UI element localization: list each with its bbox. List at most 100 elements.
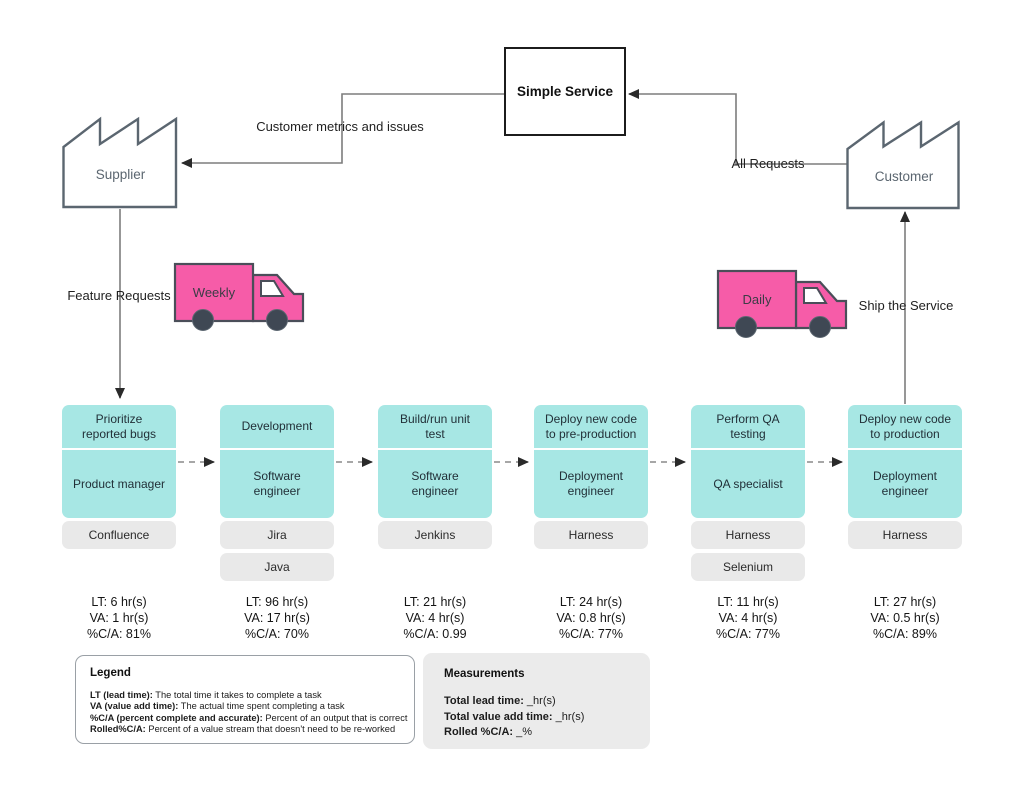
process-title: Build/run unit test	[378, 405, 492, 450]
edge-customer-to-service	[628, 89, 847, 165]
tool-chip: Jenkins	[378, 521, 492, 549]
supplier-label: Supplier	[95, 167, 146, 182]
daily-truck: Daily	[716, 268, 852, 340]
metric-ca: %C/A: 81%	[87, 627, 151, 641]
measurements-title: Measurements	[444, 668, 525, 680]
legend-desc: Percent of a value stream that doesn't n…	[145, 723, 396, 734]
service-node: Simple Service	[504, 47, 626, 136]
factory-icon	[846, 120, 960, 210]
measurement-value: _%	[513, 726, 533, 738]
legend-desc: Percent of an output that is correct	[262, 712, 408, 723]
legend-term: VA (value add time):	[90, 701, 179, 712]
tool-chip: Harness	[534, 521, 648, 549]
process-metrics: LT: 11 hr(s) VA: 4 hr(s) %C/A: 77%	[681, 594, 815, 642]
process-box: Build/run unit test Software engineer	[378, 405, 492, 518]
daily-truck-label: Daily	[742, 292, 772, 307]
flow-label-customer-metrics: Customer metrics and issues	[256, 119, 424, 134]
process-title: Development	[220, 405, 334, 450]
truck-icon	[173, 262, 305, 331]
process-column-2: Development Software engineer Jira Java …	[220, 405, 334, 655]
tool-chip: Jira	[220, 521, 334, 549]
metric-ca: %C/A: 77%	[559, 627, 623, 641]
legend-term: %C/A (percent complete and accurate):	[90, 712, 263, 723]
process-role: Software engineer	[253, 469, 301, 498]
legend-row-va: VA (value add time): The actual time spe…	[90, 701, 402, 712]
process-title: Prioritize reported bugs	[62, 405, 176, 450]
tool-chip: Harness	[848, 521, 962, 549]
metric-lt: LT: 96 hr(s)	[245, 595, 309, 609]
metric-lt: LT: 24 hr(s)	[559, 595, 623, 609]
process-box: Development Software engineer	[220, 405, 334, 518]
metric-lt: LT: 6 hr(s)	[91, 595, 147, 609]
legend-title: Legend	[90, 667, 131, 679]
process-box: Perform QA testing QA specialist	[691, 405, 805, 518]
metric-ca: %C/A: 70%	[245, 627, 309, 641]
tool-chip: Selenium	[691, 553, 805, 581]
tool-chip: Confluence	[62, 521, 176, 549]
legend-row-rolled: Rolled%C/A: Percent of a value stream th…	[90, 724, 402, 735]
factory-icon	[62, 116, 178, 209]
weekly-truck-label: Weekly	[192, 285, 236, 300]
metric-va: VA: 0.5 hr(s)	[870, 611, 940, 625]
process-metrics: LT: 27 hr(s) VA: 0.5 hr(s) %C/A: 89%	[838, 594, 972, 642]
metric-va: VA: 4 hr(s)	[405, 611, 465, 625]
legend-row-lt: LT (lead time): The total time it takes …	[90, 690, 402, 701]
truck-icon	[716, 269, 848, 338]
metric-ca: %C/A: 89%	[873, 627, 937, 641]
flow-label-all-requests: All Requests	[731, 156, 805, 171]
flow-label-ship-the-service: Ship the Service	[858, 298, 954, 313]
process-box: Prioritize reported bugs Product manager	[62, 405, 176, 518]
legend-desc: The total time it takes to complete a ta…	[152, 690, 322, 700]
metric-va: VA: 1 hr(s)	[89, 611, 149, 625]
process-title: Deploy new code to pre-production	[534, 405, 648, 450]
measurement-total-value-add-time: Total value add time: _hr(s)	[444, 710, 650, 726]
metric-ca: %C/A: 77%	[716, 627, 780, 641]
process-role: QA specialist	[713, 476, 783, 491]
process-metrics: LT: 96 hr(s) VA: 17 hr(s) %C/A: 70%	[210, 594, 344, 642]
customer-node: Customer	[846, 120, 962, 210]
process-column-6: Deploy new code to production Deployment…	[848, 405, 962, 655]
weekly-truck: Weekly	[173, 261, 309, 333]
process-title: Perform QA testing	[691, 405, 805, 450]
legend-row-ca: %C/A (percent complete and accurate): Pe…	[90, 712, 407, 724]
measurement-total-lead-time: Total lead time: _hr(s)	[444, 694, 650, 710]
process-column-3: Build/run unit test Software engineer Je…	[378, 405, 492, 655]
customer-label: Customer	[874, 169, 934, 184]
process-role: Software engineer	[411, 469, 459, 498]
process-role: Deployment engineer	[872, 469, 938, 498]
process-role: Product manager	[72, 476, 166, 491]
metric-lt: LT: 11 hr(s)	[717, 595, 779, 609]
metric-lt: LT: 27 hr(s)	[873, 595, 937, 609]
legend-panel: Legend LT (lead time): The total time it…	[75, 655, 415, 744]
process-column-5: Perform QA testing QA specialist Harness…	[691, 405, 805, 655]
measurement-value: _hr(s)	[552, 710, 585, 723]
process-title: Deploy new code to production	[848, 405, 962, 450]
measurement-rolled-ca: Rolled %C/A: _%	[444, 725, 650, 741]
process-column-1: Prioritize reported bugs Product manager…	[62, 405, 176, 655]
process-box: Deploy new code to production Deployment…	[848, 405, 962, 518]
metric-ca: %C/A: 0.99	[403, 627, 467, 641]
measurements-panel: Measurements Total lead time: _hr(s) Tot…	[423, 653, 650, 749]
tool-chip: Harness	[691, 521, 805, 549]
process-metrics: LT: 21 hr(s) VA: 4 hr(s) %C/A: 0.99	[368, 594, 502, 642]
legend-desc: The actual time spent completing a task	[178, 701, 345, 712]
tool-chip: Java	[220, 553, 334, 581]
process-box: Deploy new code to pre-production Deploy…	[534, 405, 648, 518]
process-role: Deployment engineer	[558, 469, 624, 498]
measurement-value: _hr(s)	[523, 695, 556, 707]
legend-term: Rolled%C/A:	[90, 723, 146, 734]
measurement-term: Total value add time:	[444, 710, 553, 723]
flow-label-feature-requests: Feature Requests	[67, 288, 171, 303]
metric-lt: LT: 21 hr(s)	[403, 595, 467, 609]
legend-term: LT (lead time):	[90, 690, 153, 700]
process-column-4: Deploy new code to pre-production Deploy…	[534, 405, 648, 655]
process-metrics: LT: 24 hr(s) VA: 0.8 hr(s) %C/A: 77%	[524, 594, 658, 642]
process-metrics: LT: 6 hr(s) VA: 1 hr(s) %C/A: 81%	[52, 594, 186, 642]
metric-va: VA: 4 hr(s)	[718, 611, 778, 625]
measurement-term: Total lead time:	[444, 695, 524, 707]
metric-va: VA: 0.8 hr(s)	[556, 611, 626, 625]
metric-va: VA: 17 hr(s)	[244, 611, 310, 625]
supplier-node: Supplier	[62, 116, 179, 209]
service-node-label: Simple Service	[516, 84, 614, 99]
